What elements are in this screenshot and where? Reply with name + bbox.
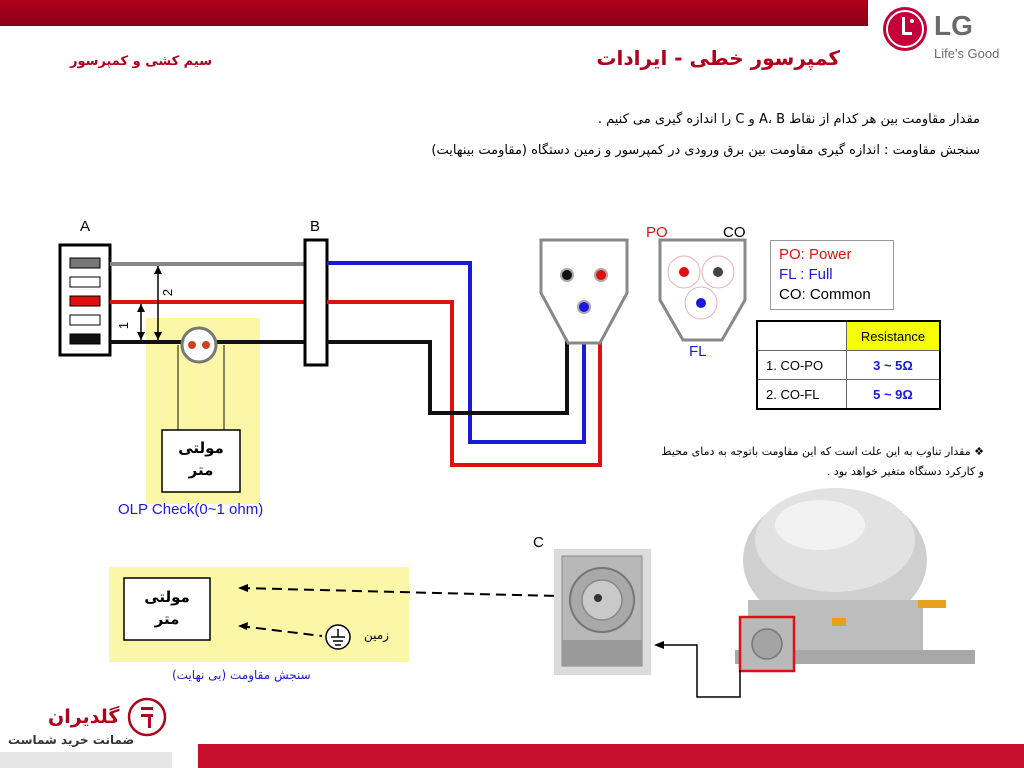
multimeter-olp-line-2: متر [188,461,214,479]
multimeter-olp-label: مولتی متر [162,437,240,481]
lg-slogan: Life's Good [934,46,1000,61]
olp-check-label: OLP Check(0~1 ohm) [118,501,264,518]
multimeter-olp-line-1: مولتی [178,439,224,457]
diamond-bullet-icon: ❖ [970,445,984,458]
pin-ring-co [701,255,735,289]
plug-pin-po [594,268,608,282]
wire-red-bc [327,276,602,467]
terminal-a-slot-1 [69,257,101,269]
description-line-1: مقدار مقاومت بین هر کدام از نقاط A، B و … [597,112,980,127]
note-line-1: ❖ مقدار تناوب به این علت است که این مقاو… [661,445,984,458]
terminal-label-po: PO [646,224,668,241]
compressor-image [735,488,975,664]
legend-po: PO: Power [779,246,852,263]
terminal-closeup-image [554,549,651,675]
olp-contact-right [202,341,210,349]
terminal-a-slot-4 [69,314,101,326]
pointer-arrowhead [654,641,664,649]
table-header-empty [756,320,847,351]
footer-brand-name: گلدیران [48,706,120,728]
note-text: ❖ مقدار تناوب به این علت است که این مقاو… [644,442,984,482]
pin-po [679,267,689,277]
legend-co: CO: Common [779,286,871,303]
olp-contact-left [188,341,196,349]
legend-fl: FL : Full [779,266,833,283]
plug-pin-fl [577,300,591,314]
pin-ring-fl [684,286,718,320]
label-point-b: B [310,218,321,235]
lg-logo-icon [883,7,927,51]
pointer-line [658,644,741,698]
header-bar [0,0,868,26]
pin-fl [696,298,706,308]
dimension-2-arrowhead-bottom [154,332,162,340]
goldiran-logo-icon [127,697,167,737]
label-dimension-2: 2 [160,288,176,297]
label-dimension-1: 1 [116,321,132,330]
table-row: 2. CO-FL 5 ~ 9Ω [756,379,941,410]
plug-pin-co [560,268,574,282]
terminal-label-co: CO [723,224,746,241]
dashed-lead-c-arrowhead [238,584,248,592]
multimeter-olp [161,429,241,493]
table-cell-pair: 1. CO-PO [756,350,847,380]
dimension-1-arrowhead-bottom [137,332,145,340]
description-line-2: سنجش مقاومت : اندازه گیری مقاومت بین برق… [431,143,980,158]
table-header-resistance: Resistance [846,320,941,351]
terminal-label-fl: FL [689,343,707,360]
terminal-a-slot-3 [69,295,101,307]
lg-logo-text: LG [934,10,973,41]
table-cell-value: 3 ~ 5Ω [846,350,941,380]
footer-gray-strip [0,752,172,768]
note-line-2: و کارکرد دستگاه متغیر خواهد بود . [826,465,984,478]
dimension-1-arrowhead-top [137,304,145,312]
ground-label: زمین [364,628,389,642]
terminal-a-slot-5 [69,333,101,345]
footer-bar [198,744,1024,768]
dimension-2-arrowhead-top [154,266,162,274]
footer-brand-slogan: ضمانت خرید شماست [8,733,135,747]
terminal-a-slot-2 [69,276,101,288]
pin-co [713,267,723,277]
table-cell-value: 5 ~ 9Ω [846,379,941,410]
dashed-lead-ground [239,625,323,637]
multimeter-infinite [123,577,211,641]
terminal-legend: PO: Power FL : Full CO: Common [770,240,894,310]
label-point-c: C [533,534,544,551]
compressor-terminal-plug [539,238,629,345]
multimeter-infinite-line-1: مولتی [144,588,190,606]
dashed-lead-ground-arrowhead [238,622,248,630]
label-point-a: A [80,218,91,235]
multimeter-infinite-line-2: متر [154,610,180,628]
section-title: سیم کشی و کمپرسور [70,54,212,69]
infinite-resistance-label: سنجش مقاومت (بی نهایت) [172,668,311,682]
resistance-table: Resistance 1. CO-PO 3 ~ 5Ω 2. CO-FL 5 ~ … [756,320,941,410]
olp-component [180,326,218,364]
table-header-row: Resistance [756,320,941,351]
table-cell-pair: 2. CO-FL [756,379,847,410]
wire-blue [327,261,586,444]
connector-b [303,238,329,367]
page-title: کمپرسور خطی - ایرادات [596,46,840,70]
multimeter-infinite-label: مولتی متر [124,586,210,630]
pin-ring-po [667,255,701,289]
dashed-lead-c [239,587,597,598]
table-row: 1. CO-PO 3 ~ 5Ω [756,350,941,380]
wire-black-bc [327,276,569,415]
terminal-pin-view [658,238,747,342]
